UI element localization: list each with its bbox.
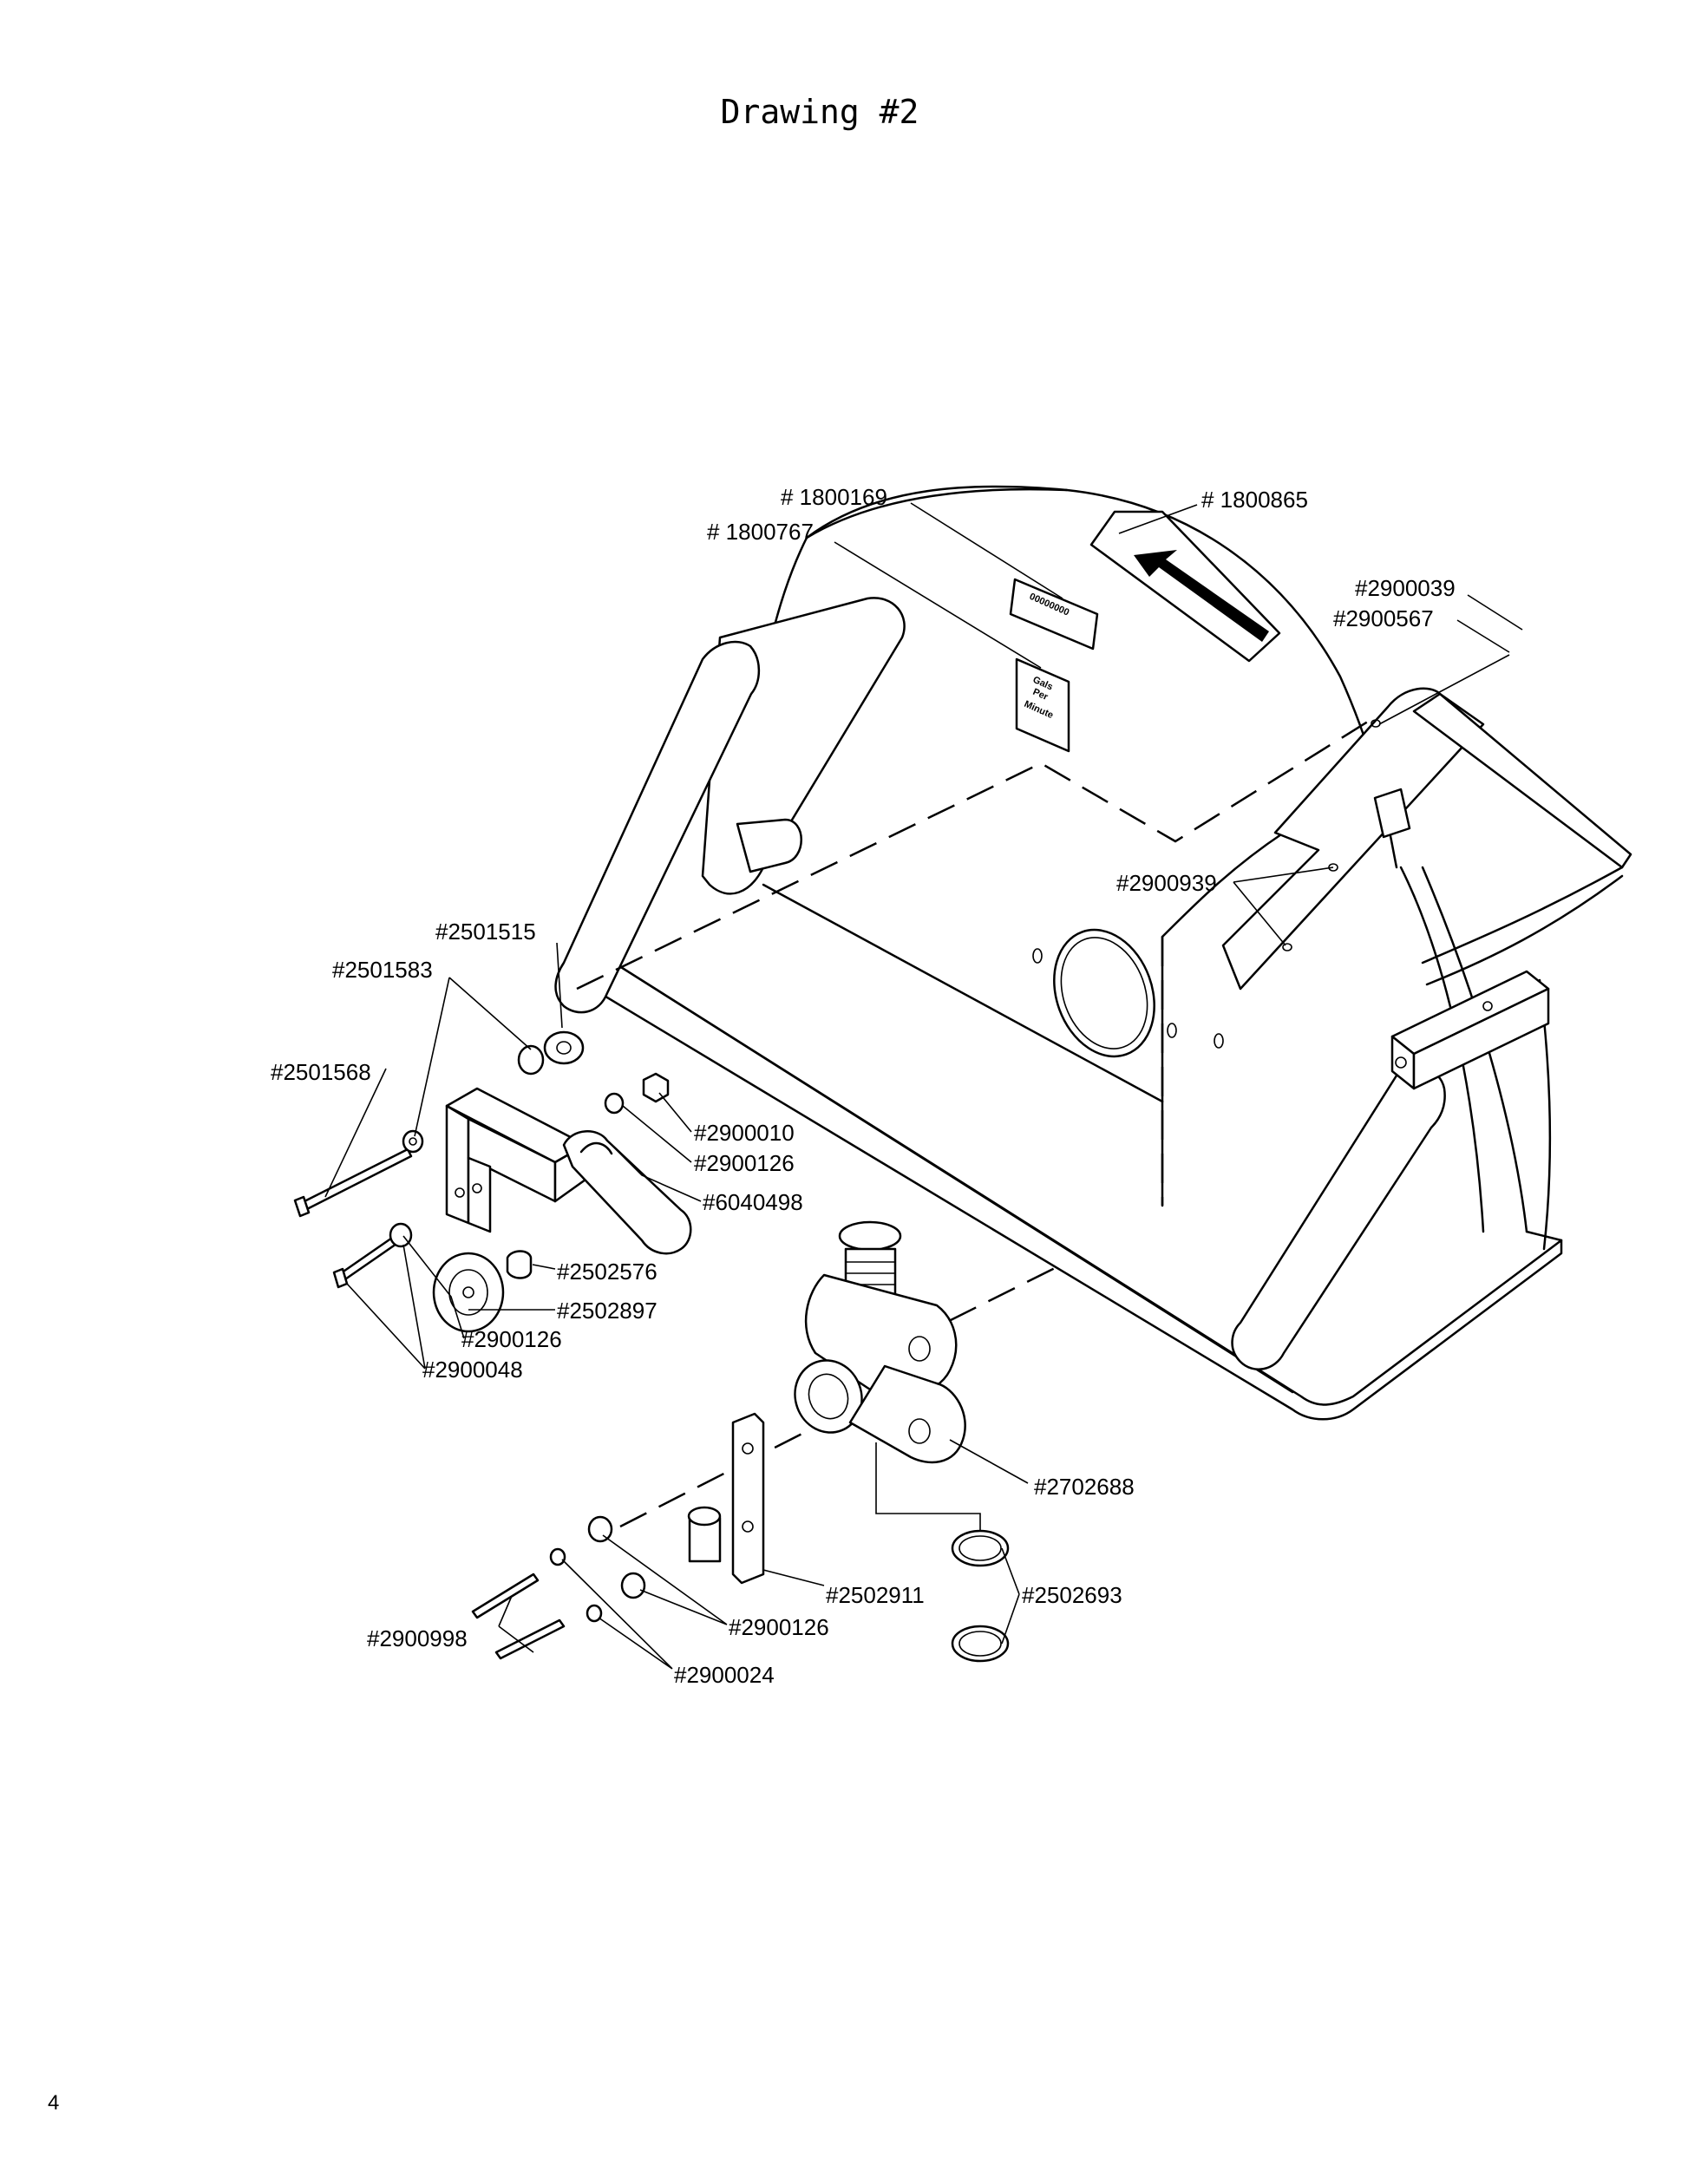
- reel-frame: 00000000 Gals Per Minute: [554, 485, 1632, 1421]
- callout-2502576: #2502576: [557, 1259, 658, 1285]
- callout-labels: # 1800169 # 1800767 # 1800865 #2900039 #…: [271, 484, 1456, 1688]
- callout-2900126-mount: #2900126: [729, 1614, 829, 1640]
- callout-1800865: # 1800865: [1201, 487, 1308, 513]
- callout-2502911: #2502911: [826, 1582, 925, 1608]
- callout-2501568: #2501568: [271, 1059, 371, 1085]
- callout-2900126-roller: #2900126: [461, 1326, 562, 1352]
- callout-2900998: #2900998: [367, 1625, 468, 1651]
- callout-2900024: #2900024: [674, 1662, 775, 1688]
- callout-2702688: #2702688: [1034, 1474, 1135, 1500]
- callout-1800767: # 1800767: [707, 519, 814, 545]
- callout-2900939: #2900939: [1116, 870, 1217, 896]
- callout-2501583: #2501583: [332, 957, 433, 983]
- callout-2502897: #2502897: [557, 1298, 658, 1324]
- callout-2502693: #2502693: [1022, 1582, 1122, 1608]
- rotation-direction-arrow-icon: [1134, 550, 1269, 642]
- lever-bracket-assembly: [293, 1030, 692, 1333]
- callout-2900567: #2900567: [1333, 605, 1434, 631]
- callout-2900010: #2900010: [694, 1120, 795, 1146]
- callout-1800169: # 1800169: [781, 484, 887, 510]
- callout-6040498: #6040498: [703, 1189, 803, 1215]
- drawing-title: Drawing #2: [721, 93, 919, 131]
- gpm-decal: [1015, 657, 1070, 753]
- callout-2501515: #2501515: [435, 919, 536, 945]
- page-number: 4: [48, 2091, 59, 2115]
- leader-lines: [324, 502, 1523, 1670]
- callout-2900039: #2900039: [1355, 575, 1456, 601]
- serial-decal: [1009, 578, 1099, 651]
- callout-2900126-lever: #2900126: [694, 1150, 795, 1176]
- callout-2900048: #2900048: [422, 1357, 523, 1383]
- swivel-assembly: [471, 1220, 1010, 1663]
